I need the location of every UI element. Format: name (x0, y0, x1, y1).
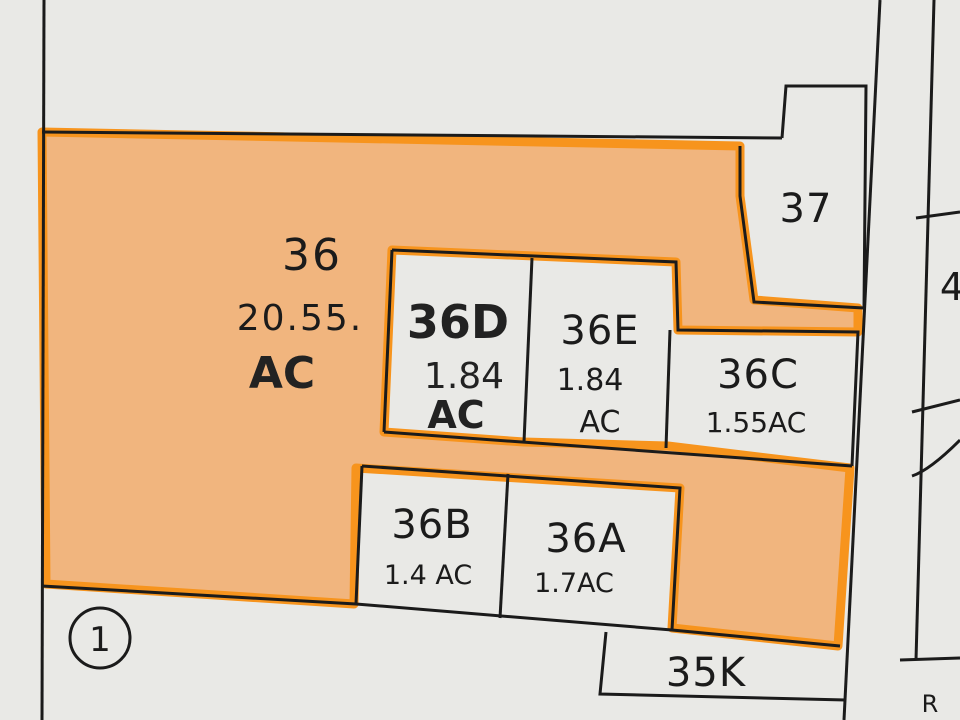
parcel-36-id: 36 (282, 230, 342, 281)
edge-parcel-label-bottom: R (922, 690, 939, 718)
boundary-line (522, 257, 534, 443)
edge-parcel-label-right: 4 (940, 265, 960, 309)
circle-marker (68, 606, 132, 670)
boundary-lines (40, 0, 960, 720)
boundary-line (780, 84, 868, 309)
boundary-line (498, 473, 510, 619)
boundary-line (361, 464, 682, 631)
parcel-36-label: 36 20.55. AC (237, 230, 364, 399)
parcel-36-area: 20.55. (237, 298, 364, 339)
boundary-line (40, 0, 46, 720)
circle-marker-number: 1 (89, 620, 111, 660)
parcel-36a-label: 36A 1.7AC (534, 516, 626, 599)
boundary-line (41, 584, 841, 648)
parcel-36d-area: 1.84 (424, 356, 504, 397)
boundary-line (738, 146, 865, 310)
parcel-36b-area: 1.4 AC (384, 560, 472, 591)
parcel-36a-area: 1.7AC (534, 568, 614, 599)
parcel-36d-id: 36D (407, 295, 509, 349)
map-marker-circle: 1 (68, 606, 132, 670)
parcel-36c-id: 36C (717, 352, 799, 398)
boundary-line (911, 438, 960, 478)
parcel-36e-label: 36E 1.84 AC (557, 308, 639, 440)
boundary-line (664, 329, 672, 449)
boundary-line (354, 465, 364, 605)
parcel-36c-area: 1.55AC (706, 406, 807, 439)
boundary-line (842, 0, 882, 720)
boundary-line (914, 0, 936, 661)
boundary-line (915, 210, 960, 220)
parcel-36e-area: 1.84 (557, 363, 624, 398)
parcel-36a-id: 36A (545, 516, 626, 562)
boundary-line (899, 656, 960, 662)
parcel-36-unit: AC (249, 348, 315, 399)
parcel-36d-unit: AC (427, 393, 484, 437)
parcel-37-id: 37 (780, 186, 833, 232)
parcel-36b-label: 36B 1.4 AC (384, 502, 472, 591)
boundary-line (41, 130, 783, 140)
boundary-line (382, 249, 394, 433)
boundary-line (911, 398, 960, 414)
boundary-line (391, 248, 860, 467)
parcel-35k-id: 35K (666, 650, 747, 696)
parcel-36c-label: 36C 1.55AC (706, 352, 807, 439)
boundary-line (383, 430, 853, 468)
parcel-36e-unit: AC (580, 405, 621, 440)
parcel-36d-label: 36D 1.84 AC (407, 295, 509, 437)
parcel-36b-id: 36B (391, 502, 472, 548)
parcel-36e-id: 36E (560, 308, 639, 354)
boundary-line (598, 631, 847, 702)
